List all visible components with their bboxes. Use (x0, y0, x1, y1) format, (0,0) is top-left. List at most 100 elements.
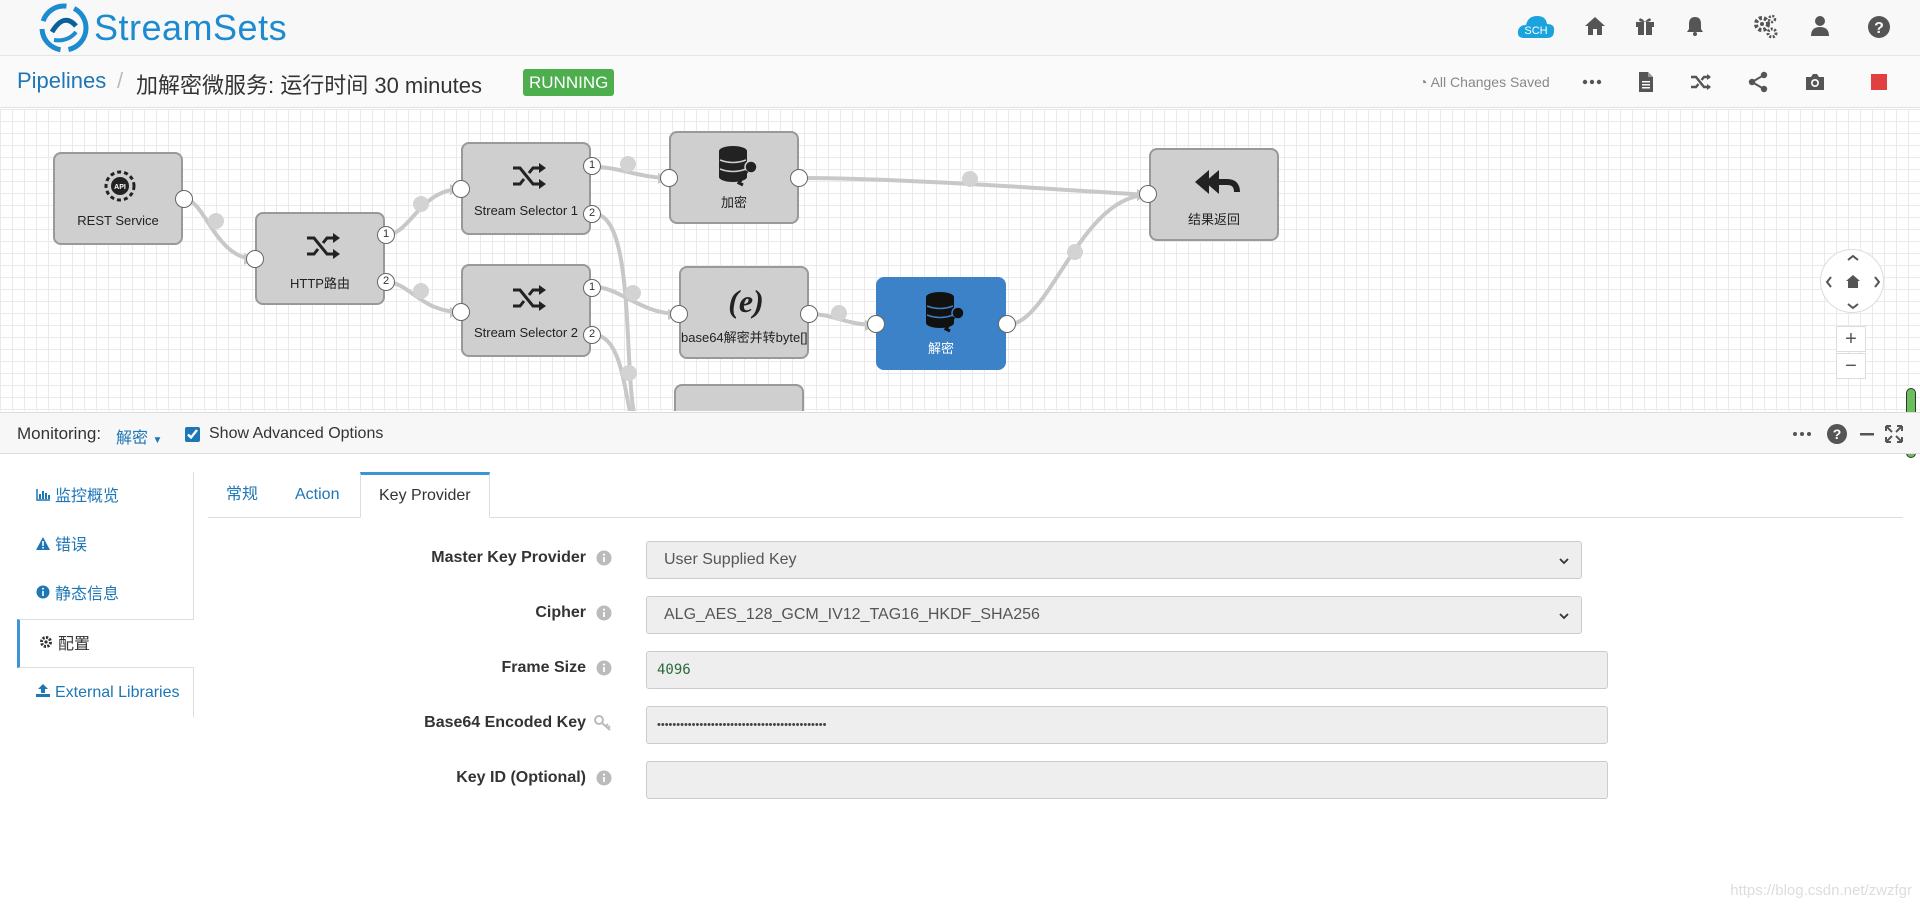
stage-partial[interactable] (674, 384, 804, 411)
stage-label: Stream Selector 2 (473, 325, 579, 340)
expression-icon: (e) (728, 283, 764, 319)
caret-down-icon: ▼ (152, 435, 163, 446)
home-icon[interactable] (1583, 14, 1611, 42)
output-port[interactable] (175, 190, 193, 208)
more-options-icon[interactable] (1580, 70, 1604, 94)
sidebar-item-configuration[interactable]: 配置 (17, 619, 194, 668)
stage-http-router[interactable]: HTTP路由 (255, 212, 385, 305)
stage-stream-selector-2[interactable]: Stream Selector 2 (461, 264, 591, 357)
info-icon[interactable] (596, 660, 612, 676)
pipeline-canvas[interactable]: API REST Service HTTP路由 1 2 Stream Selec… (0, 109, 1920, 411)
stage-label: base64解密并转byte[] (681, 330, 808, 345)
monitoring-stage-value: 解密 (116, 430, 149, 447)
key-icon[interactable] (594, 715, 612, 731)
help-icon[interactable]: ? (1826, 423, 1848, 445)
gears-icon[interactable] (1753, 14, 1781, 42)
stage-decrypt[interactable]: 解密 (876, 277, 1006, 370)
output-port[interactable] (800, 305, 818, 323)
sidebar-item-label: 静态信息 (55, 586, 120, 603)
sidebar-item-label: 配置 (58, 636, 91, 653)
stage-result-return[interactable]: 结果返回 (1149, 148, 1279, 241)
saved-status-text: All Changes Saved (1430, 74, 1550, 90)
input-port[interactable] (660, 169, 678, 187)
zoom-in-button[interactable]: + (1836, 326, 1866, 352)
sidebar-item-label: 错误 (55, 537, 88, 554)
input-port[interactable] (1139, 185, 1157, 203)
info-icon[interactable] (596, 770, 612, 786)
info-icon[interactable] (596, 605, 612, 621)
gift-icon[interactable] (1633, 14, 1661, 42)
sidebar-item-summary[interactable]: 监控概览 (17, 472, 194, 521)
more-options-icon[interactable] (1791, 423, 1813, 445)
stage-label: 结果返回 (1187, 212, 1240, 227)
show-advanced-label[interactable]: Show Advanced Options (209, 425, 384, 442)
key-id-input[interactable] (646, 761, 1608, 799)
pan-left-icon (1825, 276, 1832, 288)
logo-text[interactable]: StreamSets (94, 7, 288, 48)
shuffle-icon[interactable] (1689, 70, 1713, 94)
output-port-1[interactable]: 1 (583, 157, 601, 175)
output-port-1[interactable]: 1 (377, 226, 395, 244)
top-navbar: StreamSets SCH ? (0, 0, 1920, 56)
sidebar-item-errors[interactable]: 错误 (17, 521, 194, 570)
stage-encrypt[interactable]: 加密 (669, 131, 799, 224)
pipeline-header: Pipelines / 加解密微服务: 运行时间 30 minutes RUNN… (0, 56, 1920, 108)
svg-text:API: API (114, 184, 126, 191)
pan-right-icon (1874, 276, 1881, 288)
bell-icon[interactable] (1683, 14, 1711, 42)
base64-key-label: Base64 Encoded Key (424, 714, 586, 731)
zoom-out-button[interactable]: − (1836, 353, 1866, 379)
database-key-icon (719, 146, 758, 187)
stage-base64-decode[interactable]: (e) base64解密并转byte[] (679, 266, 809, 359)
output-port[interactable] (790, 169, 808, 187)
camera-icon[interactable] (1803, 70, 1827, 94)
cipher-label: Cipher (535, 604, 586, 621)
tab-general[interactable]: 常规 (226, 486, 259, 503)
monitoring-stage-dropdown[interactable]: 解密 ▼ (116, 424, 162, 448)
detail-sidebar: 监控概览 错误 静态信息 配置 External Libraries (17, 472, 194, 717)
warning-icon (35, 521, 51, 570)
sidebar-item-external-libraries[interactable]: External Libraries (17, 668, 194, 717)
config-tabs: 常规 Action Key Provider (208, 472, 1903, 518)
svg-text:?: ? (1833, 426, 1842, 442)
input-port[interactable] (867, 315, 885, 333)
input-port[interactable] (670, 305, 688, 323)
stage-rest-service[interactable]: API REST Service (53, 152, 183, 245)
sidebar-item-info[interactable]: 静态信息 (17, 570, 194, 619)
sidebar-item-label: 监控概览 (55, 488, 120, 505)
user-icon[interactable] (1808, 14, 1836, 42)
output-port-2[interactable]: 2 (583, 205, 601, 223)
sch-cloud-icon[interactable]: SCH (1516, 12, 1556, 40)
share-icon[interactable] (1746, 70, 1770, 94)
output-port-2[interactable]: 2 (583, 326, 601, 344)
output-port-2[interactable]: 2 (377, 273, 395, 291)
frame-size-input[interactable]: 4096 (646, 651, 1608, 689)
tab-key-provider[interactable]: Key Provider (360, 472, 490, 518)
stage-label: REST Service (77, 213, 159, 228)
master-key-provider-select[interactable]: User Supplied Key (646, 541, 1582, 579)
svg-text:(e): (e) (728, 283, 764, 319)
pan-control[interactable] (1820, 249, 1884, 313)
show-advanced-checkbox[interactable] (185, 427, 200, 442)
stop-pipeline-icon[interactable] (1867, 70, 1891, 94)
input-port[interactable] (452, 180, 470, 198)
output-port[interactable] (998, 315, 1016, 333)
streamsets-logo-icon[interactable] (38, 2, 90, 54)
document-icon[interactable] (1634, 70, 1658, 94)
info-icon[interactable] (596, 550, 612, 566)
pan-up-icon (1847, 254, 1859, 261)
reply-all-icon (1195, 170, 1240, 194)
input-port[interactable] (246, 250, 264, 268)
input-port[interactable] (452, 303, 470, 321)
breadcrumb-pipelines-link[interactable]: Pipelines (17, 68, 107, 93)
stage-stream-selector-1[interactable]: Stream Selector 1 (461, 142, 591, 235)
bar-chart-icon (35, 472, 51, 521)
help-icon[interactable]: ? (1866, 14, 1894, 42)
output-port-1[interactable]: 1 (583, 279, 601, 297)
shuffle-icon (513, 285, 546, 311)
tab-action[interactable]: Action (295, 486, 340, 503)
base64-key-input[interactable]: ••••••••••••••••••••••••••••••••••••••••… (646, 706, 1608, 744)
minimize-icon[interactable] (1856, 423, 1878, 445)
expand-icon[interactable] (1883, 423, 1905, 445)
cipher-select[interactable]: ALG_AES_128_GCM_IV12_TAG16_HKDF_SHA256 (646, 596, 1582, 634)
